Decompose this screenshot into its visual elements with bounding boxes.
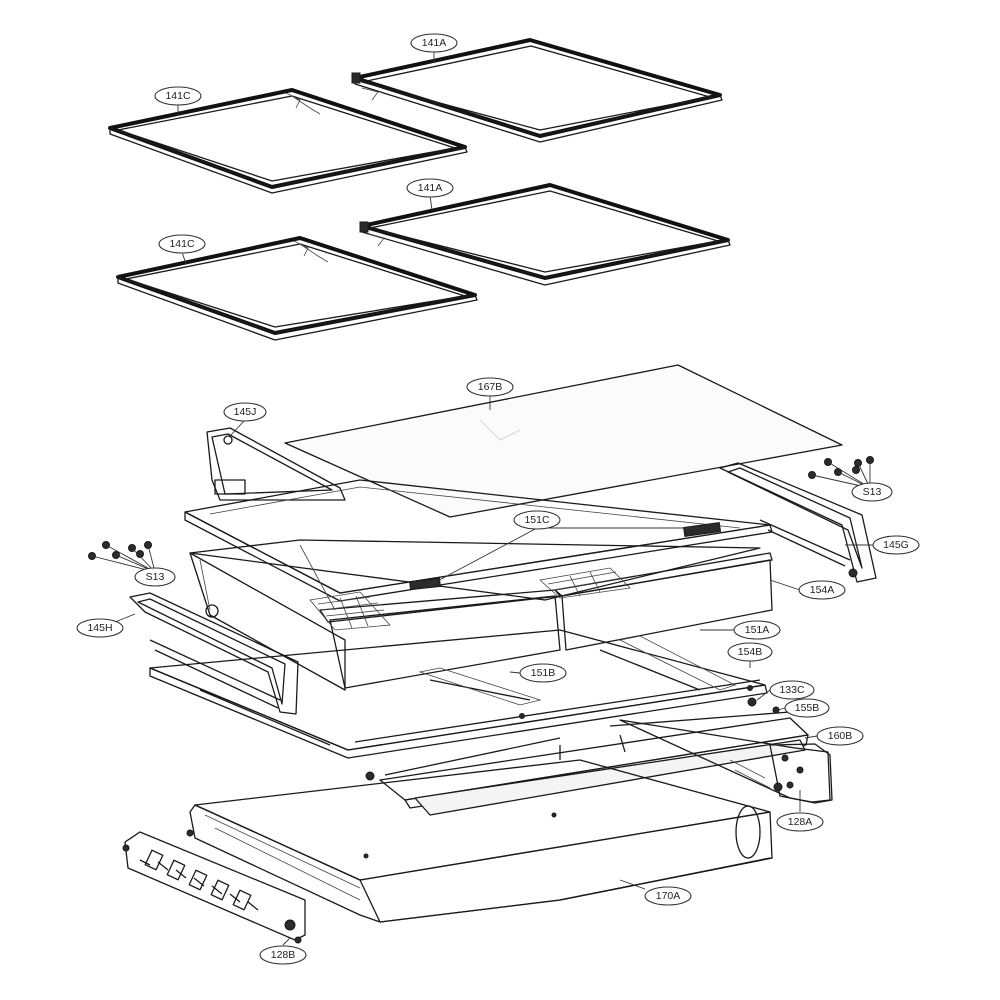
part-133c-155b	[365, 697, 780, 781]
callout-170a: 170A	[644, 886, 692, 906]
callout-label: 170A	[656, 890, 681, 902]
screws-s13-left	[88, 541, 156, 573]
callout-128a: 128A	[776, 812, 824, 832]
callout-label: 151B	[531, 667, 556, 679]
callout-145h: 145H	[76, 618, 124, 638]
callout-label: 141A	[418, 182, 443, 194]
bracket-145j	[206, 427, 346, 501]
slide-assembly-128a	[619, 719, 833, 804]
callout-label: S13	[863, 486, 882, 498]
leader-lines	[99, 52, 873, 946]
callout-141c-mid: 141C	[158, 234, 206, 254]
callout-155b: 155B	[784, 698, 830, 718]
callout-label: 151C	[524, 514, 550, 526]
callout-label: S13	[146, 571, 165, 583]
callout-label: 141C	[169, 238, 195, 250]
callout-label: 133C	[779, 684, 805, 696]
callout-160b: 160B	[816, 726, 864, 746]
drawer-pan-170a	[186, 759, 773, 923]
shelf-141a-mid	[359, 183, 731, 286]
callout-128b: 128B	[259, 945, 307, 965]
callout-141c-top: 141C	[154, 86, 202, 106]
crisper-drawers-151	[189, 539, 773, 691]
callout-label: 128A	[788, 816, 813, 828]
support-frame-154b	[149, 629, 768, 759]
callout-167b: 167B	[466, 377, 514, 397]
shelf-141c-top	[108, 88, 468, 194]
glass-cover-167b	[284, 364, 843, 518]
shelf-141c-mid	[116, 236, 478, 341]
callout-label: 154B	[738, 646, 763, 658]
callout-141a-mid: 141A	[406, 178, 454, 198]
callout-s13-left: S13	[134, 567, 176, 587]
screws-s13-right	[808, 456, 874, 489]
callout-141a-top: 141A	[410, 33, 458, 53]
callout-label: 141C	[165, 90, 191, 102]
callout-133c: 133C	[769, 680, 815, 700]
callout-151a: 151A	[733, 620, 781, 640]
callout-label: 155B	[795, 702, 820, 714]
callout-151c: 151C	[513, 510, 561, 530]
callout-label: 160B	[828, 730, 853, 742]
callout-label: 154A	[810, 584, 835, 596]
bracket-145h	[129, 592, 299, 715]
callout-label: 128B	[271, 949, 296, 961]
callout-154b: 154B	[727, 642, 773, 662]
callout-145j: 145J	[223, 402, 267, 422]
callout-label: 145J	[234, 406, 257, 418]
callout-label: 145H	[87, 622, 112, 634]
bracket-145g	[719, 462, 877, 583]
callout-label: 167B	[478, 381, 503, 393]
callout-154a: 154A	[798, 580, 846, 600]
callout-label: 145G	[883, 539, 909, 551]
callout-s13-right: S13	[851, 482, 893, 502]
callout-label: 151A	[745, 624, 770, 636]
slide-assembly-128b	[122, 831, 306, 944]
callout-151b: 151B	[519, 663, 567, 683]
callout-label: 141A	[422, 37, 447, 49]
callout-145g: 145G	[872, 535, 920, 555]
shelf-141a-top	[351, 38, 723, 143]
